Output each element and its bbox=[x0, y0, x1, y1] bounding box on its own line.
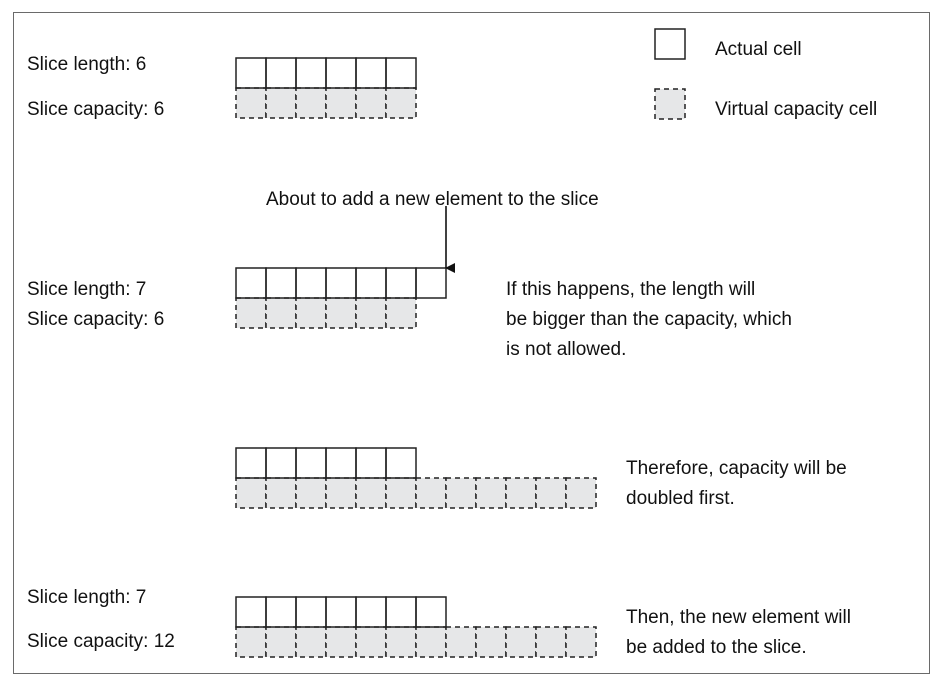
stage3-note: Therefore, capacity will be doubled firs… bbox=[626, 454, 847, 514]
stage2-note-line: If this happens, the length will bbox=[506, 279, 756, 300]
stage3-actual-cell bbox=[235, 447, 267, 479]
stage4-virtual-cell bbox=[445, 626, 477, 658]
stage3-actual-cell bbox=[265, 447, 297, 479]
stage3-note-line: doubled first. bbox=[626, 488, 735, 509]
stage2-actual-cell bbox=[355, 267, 387, 299]
stage4-virtual-cell bbox=[565, 626, 597, 658]
stage3-virtual-cell bbox=[415, 477, 447, 509]
stage4-actual-cell bbox=[295, 596, 327, 628]
diagram-frame bbox=[13, 12, 930, 674]
stage2-virtual-cell bbox=[385, 297, 417, 329]
stage2-virtual-cell bbox=[235, 297, 267, 329]
stage3-actual-cell bbox=[385, 447, 417, 479]
stage2-virtual-cell bbox=[355, 297, 387, 329]
stage2-length-label: Slice length: 7 bbox=[27, 279, 147, 300]
stage1-virtual-cell bbox=[295, 87, 327, 119]
stage4-virtual-cells bbox=[235, 626, 597, 658]
stage3-virtual-cell bbox=[565, 477, 597, 509]
stage4-length-label: Slice length: 7 bbox=[27, 587, 147, 608]
stage3-virtual-cell bbox=[265, 477, 297, 509]
stage3-virtual-cell bbox=[325, 477, 357, 509]
legend-virtual-label: Virtual capacity cell bbox=[715, 99, 878, 120]
stage4-virtual-cell bbox=[415, 626, 447, 658]
stage2-note-line: be bigger than the capacity, which bbox=[506, 309, 792, 330]
stage4-actual-cells bbox=[235, 596, 447, 628]
stage2-actual-cell bbox=[385, 267, 417, 299]
stage2-actual-cell bbox=[325, 267, 357, 299]
stage4-note: Then, the new element will be added to t… bbox=[626, 603, 851, 663]
stage1-virtual-cell bbox=[385, 87, 417, 119]
stage4-virtual-cell bbox=[475, 626, 507, 658]
stage3-virtual-cell bbox=[535, 477, 567, 509]
stage2-virtual-cells bbox=[235, 297, 417, 329]
legend-actual-label: Actual cell bbox=[715, 39, 802, 60]
stage4-virtual-cell bbox=[325, 626, 357, 658]
stage4-actual-cell bbox=[385, 596, 417, 628]
stage2-actual-cells bbox=[235, 267, 447, 299]
stage3-actual-cell bbox=[295, 447, 327, 479]
stage4-capacity-label: Slice capacity: 12 bbox=[27, 631, 175, 652]
stage3-virtual-cell bbox=[295, 477, 327, 509]
stage1-actual-cell bbox=[265, 57, 297, 89]
stage2-annotation: About to add a new element to the slice bbox=[266, 189, 599, 210]
stage1-virtual-cell bbox=[235, 87, 267, 119]
stage1-virtual-cell bbox=[265, 87, 297, 119]
stage4-note-line: Then, the new element will bbox=[626, 607, 851, 628]
stage2-virtual-cell bbox=[325, 297, 357, 329]
stage2-virtual-cell bbox=[295, 297, 327, 329]
stage3-virtual-cell bbox=[505, 477, 537, 509]
stage2-note: If this happens, the length will be bigg… bbox=[506, 275, 792, 365]
stage1-virtual-cell bbox=[325, 87, 357, 119]
stage2-note-line: is not allowed. bbox=[506, 339, 627, 360]
stage1-capacity-label: Slice capacity: 6 bbox=[27, 99, 165, 120]
stage1-actual-cell bbox=[235, 57, 267, 89]
stage4-virtual-cell bbox=[355, 626, 387, 658]
stage2-actual-cell bbox=[295, 267, 327, 299]
legend-actual-swatch bbox=[654, 28, 686, 60]
stage3-virtual-cell bbox=[385, 477, 417, 509]
stage3-note-line: Therefore, capacity will be bbox=[626, 458, 847, 479]
stage2-capacity-label: Slice capacity: 6 bbox=[27, 309, 165, 330]
legend-virtual-swatch bbox=[654, 88, 686, 120]
stage3-virtual-cell bbox=[355, 477, 387, 509]
stage4-virtual-cell bbox=[385, 626, 417, 658]
stage2-actual-cell bbox=[235, 267, 267, 299]
stage4-virtual-cell bbox=[535, 626, 567, 658]
stage4-virtual-cell bbox=[295, 626, 327, 658]
stage3-virtual-cell bbox=[475, 477, 507, 509]
stage1-length-label: Slice length: 6 bbox=[27, 54, 147, 75]
stage3-virtual-cell bbox=[235, 477, 267, 509]
stage1-actual-cell bbox=[295, 57, 327, 89]
stage4-actual-cell bbox=[325, 596, 357, 628]
stage4-actual-cell bbox=[235, 596, 267, 628]
stage3-actual-cell bbox=[325, 447, 357, 479]
stage4-actual-cell bbox=[415, 596, 447, 628]
stage4-virtual-cell bbox=[235, 626, 267, 658]
stage2-virtual-cell bbox=[265, 297, 297, 329]
stage3-virtual-cells bbox=[235, 477, 597, 509]
stage4-actual-cell bbox=[265, 596, 297, 628]
stage3-actual-cell bbox=[355, 447, 387, 479]
stage1-actual-cell bbox=[325, 57, 357, 89]
stage4-note-line: be added to the slice. bbox=[626, 637, 807, 658]
stage4-virtual-cell bbox=[505, 626, 537, 658]
stage3-actual-cells bbox=[235, 447, 417, 479]
stage4-actual-cell bbox=[355, 596, 387, 628]
stage2-actual-cell bbox=[415, 267, 447, 299]
stage1-actual-cells bbox=[235, 57, 417, 89]
stage1-actual-cell bbox=[385, 57, 417, 89]
stage1-actual-cell bbox=[355, 57, 387, 89]
stage1-virtual-cell bbox=[355, 87, 387, 119]
stage3-virtual-cell bbox=[445, 477, 477, 509]
stage1-virtual-cells bbox=[235, 87, 417, 119]
stage4-virtual-cell bbox=[265, 626, 297, 658]
stage2-actual-cell bbox=[265, 267, 297, 299]
